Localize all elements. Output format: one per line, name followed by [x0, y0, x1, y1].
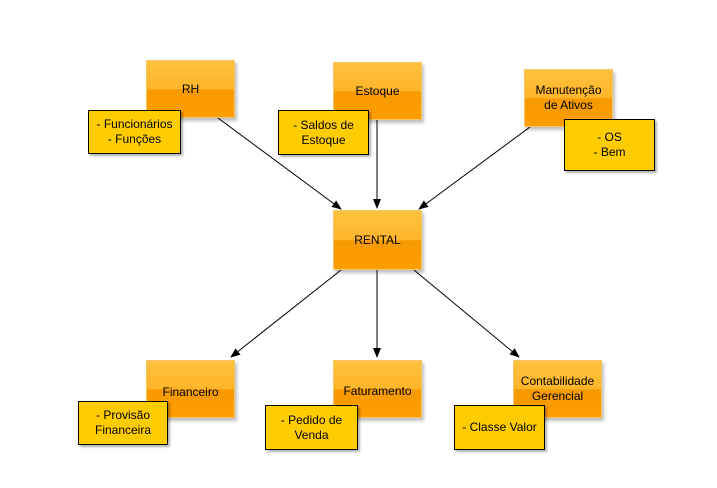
note-financeiro: - Provisão Financeira	[78, 401, 168, 445]
module-faturamento[interactable]: Faturamento	[333, 360, 422, 418]
connector-rental-to-financeiro	[230, 269, 342, 358]
module-rental[interactable]: RENTAL	[333, 210, 422, 270]
connector-manutencao-to-rental	[418, 126, 531, 210]
module-rh[interactable]: RH	[146, 60, 235, 118]
connector-rental-to-contabilidade	[413, 269, 520, 358]
note-faturamento: - Pedido de Venda	[265, 405, 358, 450]
note-contabilidade-gerencial: - Classe Valor	[454, 405, 545, 450]
connector-rh-to-rental	[217, 117, 342, 210]
note-estoque: - Saldos de Estoque	[278, 110, 369, 155]
note-manutencao-ativos: - OS - Bem	[564, 119, 655, 171]
note-rh: - Funcionários - Funções	[88, 110, 181, 154]
